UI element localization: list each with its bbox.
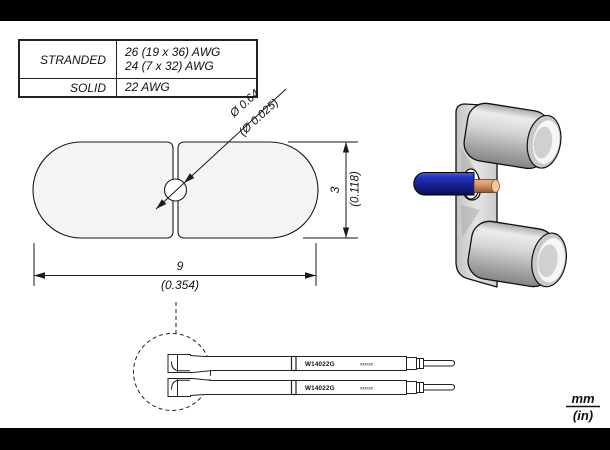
letterbox-top	[0, 0, 610, 21]
cartridge-pin	[423, 360, 456, 367]
solid-awg-line1: 22 AWG	[125, 79, 170, 94]
cartridge-code-label: xxxxxx	[360, 385, 374, 390]
stranded-awg-line2: 24 (7 x 32) AWG	[125, 58, 214, 73]
units-mm-label: mm	[571, 391, 595, 406]
wire-insulation	[413, 172, 475, 196]
upper-cylinder	[463, 102, 562, 170]
cartridge-band	[290, 355, 297, 372]
cartridge-collar	[406, 357, 417, 370]
leader-arrowhead	[184, 173, 195, 183]
wire-gauge-table: STRANDED 26 (19 x 36) AWG 24 (7 x 32) AW…	[18, 39, 258, 98]
cartridge-lower: W14022G xxxxxx	[167, 378, 456, 397]
table-label-solid: SOLID	[18, 78, 117, 98]
cartridge-side-view: W14022G xxxxxx W14022G xxxxxx	[133, 302, 456, 411]
width-mm-label: 9	[177, 259, 184, 273]
width-in-label: (0.354)	[161, 278, 199, 292]
cartridge-pin	[423, 384, 456, 391]
cartridge-model-label: W14022G	[305, 361, 335, 368]
dim-arrowhead	[34, 272, 45, 279]
stripping-notch	[171, 361, 190, 372]
stranded-awg-line1: 26 (19 x 36) AWG	[125, 45, 221, 59]
detail-callout-circle	[133, 333, 211, 411]
dim-arrowhead	[342, 142, 350, 153]
blade-left-half	[32, 141, 174, 239]
lower-plate-shading	[461, 205, 480, 238]
cartridge-band	[290, 379, 297, 396]
cartridge-model-label: W14022G	[305, 385, 335, 392]
face-center	[538, 244, 558, 278]
units-in-label: (in)	[573, 408, 593, 423]
blade-right-half	[177, 141, 319, 239]
hole-dia-leader-line	[155, 88, 287, 210]
height-in-label: (0.118)	[350, 171, 362, 207]
table-row: STRANDED 26 (19 x 36) AWG 24 (7 x 32) AW…	[18, 39, 258, 79]
cartridge-upper: W14022G xxxxxx	[167, 354, 456, 373]
table-row: SOLID 22 AWG	[18, 78, 258, 98]
table-value-solid: 22 AWG	[116, 78, 258, 98]
cartridge-code-label: xxxxxx	[360, 361, 374, 366]
cross-section-view: Ø 0.64 (Ø 0.025) 3 (0.118) 9 (0.354)	[32, 88, 362, 292]
table-value-stranded: 26 (19 x 36) AWG 24 (7 x 32) AWG	[116, 39, 258, 79]
dim-arrowhead	[342, 227, 350, 238]
units-note: mm (in)	[566, 391, 600, 423]
stripping-notch	[171, 379, 190, 390]
wire-conductor-tip	[491, 179, 500, 193]
height-mm-label: 3	[328, 186, 342, 193]
face-center	[533, 126, 553, 159]
lower-cylinder	[467, 220, 567, 288]
cartridge-collar	[406, 381, 417, 394]
leader-arrowhead	[156, 199, 167, 209]
letterbox-bottom	[0, 428, 610, 450]
dim-arrowhead	[305, 272, 316, 279]
render-3d	[413, 102, 567, 288]
